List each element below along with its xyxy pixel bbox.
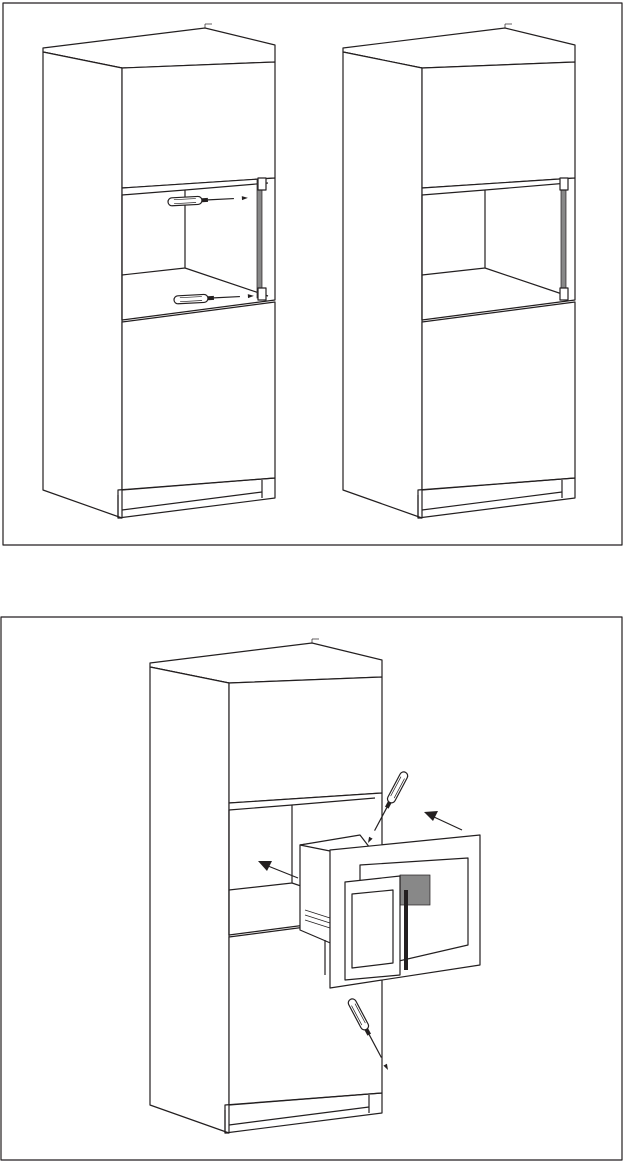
side-bracket bbox=[561, 180, 566, 298]
cabinet-brackets-removed bbox=[343, 24, 575, 518]
arrow-icon bbox=[424, 811, 462, 830]
cabinet-with-brackets bbox=[43, 24, 275, 518]
side-bracket bbox=[257, 180, 262, 298]
